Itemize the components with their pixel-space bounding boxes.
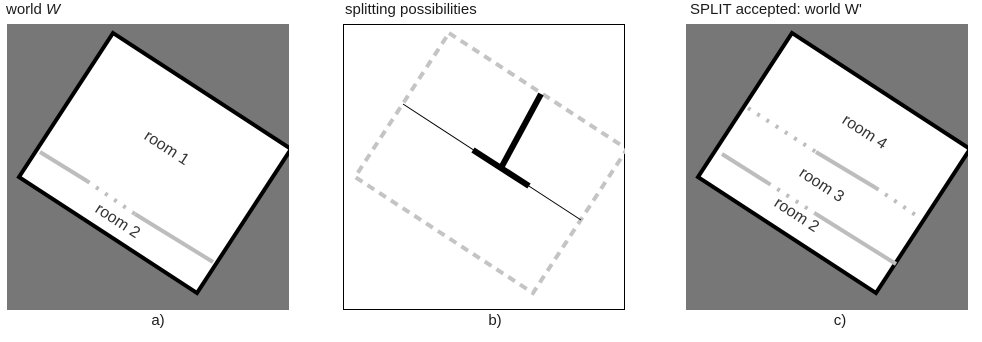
panel-a-world-diagram: room 1 room 2 xyxy=(7,24,289,310)
split-wall xyxy=(38,150,89,183)
panel-b-splitting-diagram xyxy=(343,24,625,310)
panel-c-label: c) xyxy=(833,312,847,329)
split-wall xyxy=(814,150,878,190)
panel-a-label: a) xyxy=(151,312,165,329)
panel-b-label: b) xyxy=(488,312,502,329)
panel-b-title: splitting possibilities xyxy=(345,1,477,18)
panel-c-world-diagram: room 4 room 3 room 2 xyxy=(686,24,968,310)
split-wall xyxy=(814,212,898,266)
split-wall xyxy=(720,152,770,185)
split-wall xyxy=(133,212,215,264)
panel-c-title: SPLIT accepted: world W' xyxy=(690,1,862,18)
split-door-gap xyxy=(874,186,922,220)
world-outline-dashed xyxy=(352,30,625,296)
world-variable: W xyxy=(46,1,61,18)
panel-frame xyxy=(343,24,625,310)
split-segment xyxy=(498,92,544,170)
world-outline xyxy=(16,30,289,296)
panel-a-title: world W xyxy=(6,1,61,18)
split-door-gap xyxy=(746,106,818,154)
